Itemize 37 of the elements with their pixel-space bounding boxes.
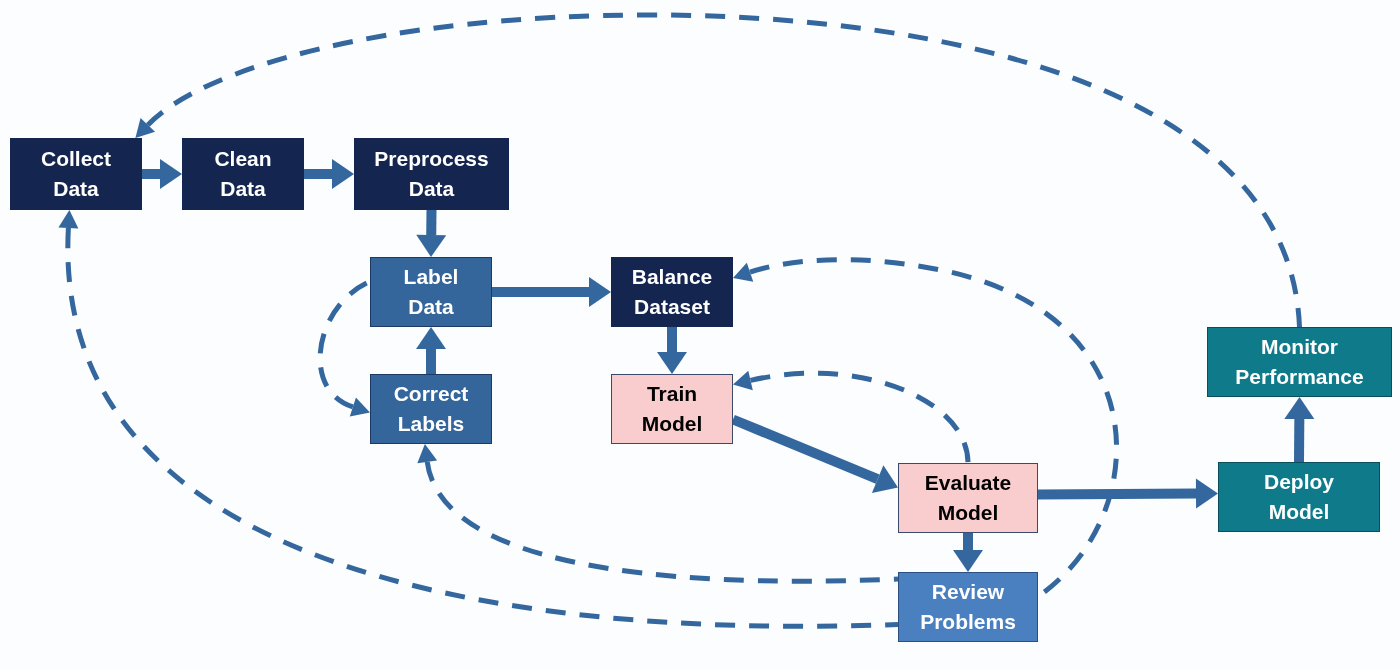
process-box <box>10 138 142 210</box>
arrow <box>416 209 447 257</box>
box-label: Balance Dataset <box>630 264 714 320</box>
arrow <box>657 327 687 374</box>
process-box <box>611 374 733 444</box>
dashed-arrow <box>732 370 971 464</box>
box-label: Correct Labels <box>392 381 470 437</box>
dashed-arrow <box>317 279 372 417</box>
arrow <box>731 414 898 493</box>
box-label: Deploy Model <box>1263 469 1335 525</box>
process-box <box>898 463 1038 533</box>
box-label: Label Data <box>402 264 460 320</box>
box-label: Collect Data <box>40 146 112 202</box>
process-box <box>354 138 509 210</box>
box-label: Clean Data <box>213 146 273 202</box>
arrow <box>492 277 611 307</box>
arrow <box>304 159 354 189</box>
dashed-arrow <box>58 210 899 629</box>
box-label: Preprocess Data <box>373 146 490 202</box>
process-box <box>370 374 492 444</box>
process-box <box>1218 462 1380 532</box>
process-box <box>1207 327 1392 397</box>
box-label: Review Problems <box>919 579 1017 635</box>
process-box <box>611 257 733 327</box>
dashed-arrow <box>134 12 1302 328</box>
process-box <box>370 257 492 327</box>
dashed-arrow <box>417 444 899 584</box>
process-box <box>182 138 304 210</box>
box-label: Monitor Performance <box>1234 334 1365 390</box>
arrow <box>1284 397 1315 463</box>
arrow <box>416 327 446 374</box>
arrow <box>1037 478 1218 509</box>
box-label: Train Model <box>640 381 704 437</box>
arrow <box>953 533 983 572</box>
process-box <box>898 572 1038 642</box>
arrow <box>142 159 182 189</box>
box-label: Evaluate Model <box>923 470 1013 526</box>
